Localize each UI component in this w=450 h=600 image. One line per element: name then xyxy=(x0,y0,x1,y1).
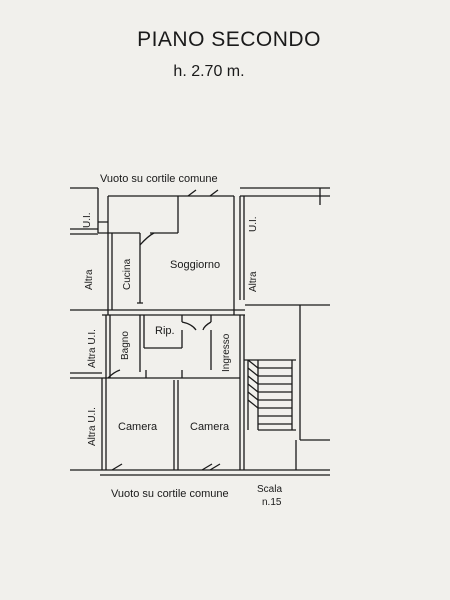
label-left-top-ui: U.I. xyxy=(82,212,93,228)
label-right-altra: Altra xyxy=(248,271,259,292)
floor-title: PIANO SECONDO xyxy=(137,28,321,51)
border-labels: Vuoto su cortile comune Vuoto su cortile… xyxy=(100,173,282,508)
room-label-camera-2: Camera xyxy=(190,421,230,433)
room-label-rip: Rip. xyxy=(155,325,175,337)
room-label-soggiorno: Soggiorno xyxy=(170,259,220,271)
label-scala: Scala xyxy=(257,484,282,495)
label-left-altra: Altra xyxy=(84,269,95,290)
side-labels: U.I. Altra Altra U.I. Altra U.I. U.I. Al… xyxy=(82,212,259,446)
label-scala-number: n.15 xyxy=(262,497,282,508)
room-label-cucina: Cucina xyxy=(122,258,133,290)
label-bottom-cortile: Vuoto su cortile comune xyxy=(111,488,229,500)
room-label-camera-1: Camera xyxy=(118,421,158,433)
room-labels: Soggiorno Rip. Camera Camera Cucina Bagn… xyxy=(118,258,232,433)
room-label-ingresso: Ingresso xyxy=(221,333,232,372)
label-left-altra-ui-2: Altra U.I. xyxy=(87,407,98,446)
label-left-altra-ui-1: Altra U.I. xyxy=(87,329,98,368)
wall-lines xyxy=(70,187,330,476)
label-top-cortile: Vuoto su cortile comune xyxy=(100,173,218,185)
room-label-bagno: Bagno xyxy=(120,331,131,360)
ceiling-height: h. 2.70 m. xyxy=(173,63,245,80)
label-right-ui: U.I. xyxy=(248,216,259,232)
